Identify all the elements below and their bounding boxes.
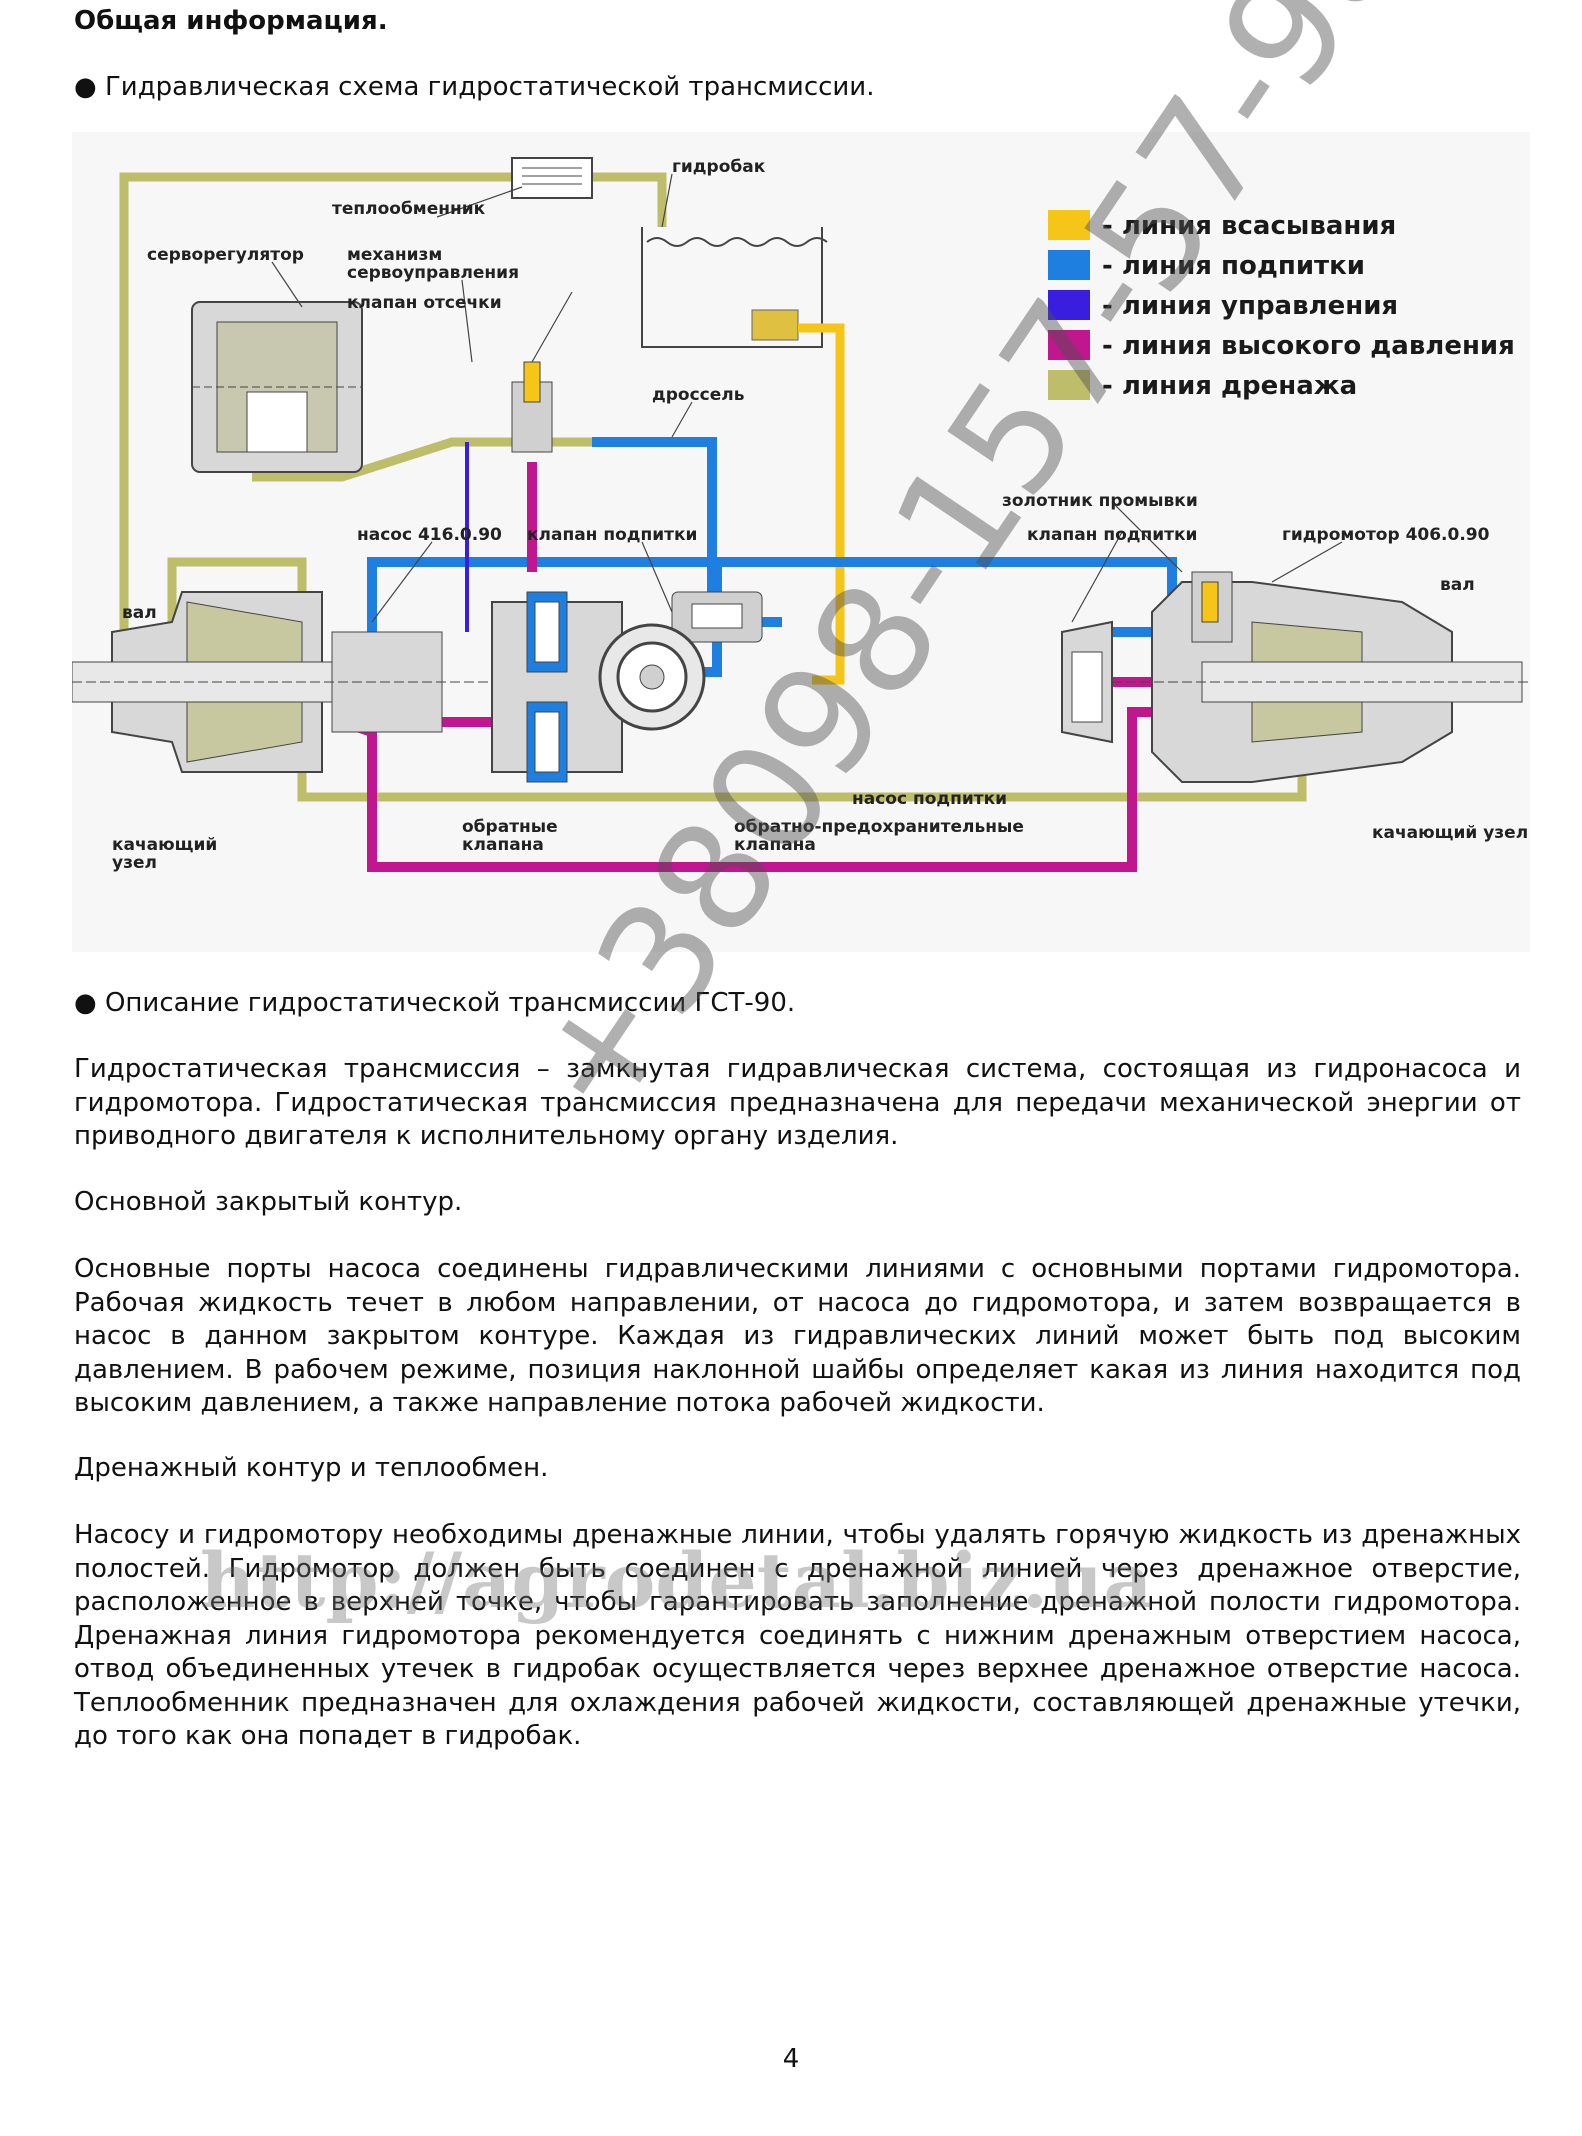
legend-label-control: - линия управления <box>1102 291 1398 321</box>
legend-swatch-drain <box>1048 370 1090 400</box>
charge-pump <box>598 623 706 731</box>
legend-swatch-high <box>1048 330 1090 360</box>
label-val-left: вал <box>122 603 157 623</box>
label-obratno-2: клапана <box>734 835 816 855</box>
label-drossel: дроссель <box>652 385 744 405</box>
label-servoregulyator: серворегулятор <box>147 245 304 265</box>
legend-swatch-suction <box>1048 210 1090 240</box>
label-kachayushchiy-right: качающий узел <box>1372 823 1528 843</box>
flushing-block <box>1061 620 1113 744</box>
suction-line <box>798 323 845 685</box>
legend-label-feed: - линия подпитки <box>1102 251 1365 281</box>
legend-swatch-control <box>1048 290 1090 320</box>
label-klapan-podpitki-right: клапан подпитки <box>1027 525 1197 545</box>
label-klapan-otsechki: клапан отсечки <box>347 293 502 313</box>
paragraph-intro: Гидростатическая трансмиссия – замкнутая… <box>74 1054 1521 1151</box>
label-teploobmennik: теплообменник <box>332 199 486 219</box>
label-gidromotor: гидромотор 406.0.90 <box>1282 525 1490 545</box>
legend: - линия всасывания - линия подпитки - ли… <box>1048 210 1515 401</box>
page-number: 4 <box>782 2044 800 2074</box>
label-obratno-1: обратно-предохранительные <box>734 817 1024 837</box>
feed-relief-valve <box>671 591 763 643</box>
servoregulator <box>191 301 363 473</box>
label-val-right: вал <box>1440 575 1475 595</box>
label-klapan-podpitki-left: клапан подпитки <box>527 525 697 545</box>
motor-unit <box>1112 571 1530 783</box>
heat-exchanger <box>511 157 593 199</box>
label-zolotnik: золотник промывки <box>1002 491 1198 511</box>
paragraph-closed-loop: Основные порты насоса соединены гидравли… <box>74 1254 1521 1418</box>
bullet-description: ● Описание гидростатической трансмиссии … <box>74 988 796 1018</box>
label-mekhanizm-2: сервоуправления <box>347 263 519 283</box>
legend-label-high: - линия высокого давления <box>1102 331 1515 361</box>
section-title-closed-loop: Основной закрытый контур. <box>74 1187 463 1217</box>
label-obratnye-2: клапана <box>462 835 544 855</box>
label-mekhanizm-1: механизм <box>347 245 442 265</box>
label-kachayushchiy-left-2: узел <box>112 853 157 873</box>
legend-label-drain: - линия дренажа <box>1102 371 1357 401</box>
legend-swatch-feed <box>1048 250 1090 280</box>
bullet-scheme: ● Гидравлическая схема гидростатической … <box>74 72 875 102</box>
hydraulic-diagram-svg: теплообменник гидробак серворегулятор ме… <box>72 132 1530 952</box>
legend-label-suction: - линия всасывания <box>1102 211 1396 241</box>
hydraulic-diagram: теплообменник гидробак серворегулятор ме… <box>72 132 1530 952</box>
page-heading: Общая информация. <box>74 6 388 36</box>
label-gidrobak: гидробак <box>672 157 766 177</box>
label-nasos: насос 416.0.90 <box>357 525 502 545</box>
section-title-drain: Дренажный контур и теплообмен. <box>74 1453 549 1483</box>
paragraph-drain: Насосу и гидромотору необходимы дренажны… <box>74 1520 1521 1751</box>
label-nasos-podpitki: насос подпитки <box>852 789 1007 809</box>
cutoff-valve <box>511 361 553 453</box>
label-kachayushchiy-left-1: качающий <box>112 835 217 855</box>
label-obratnye-1: обратные <box>462 817 558 837</box>
